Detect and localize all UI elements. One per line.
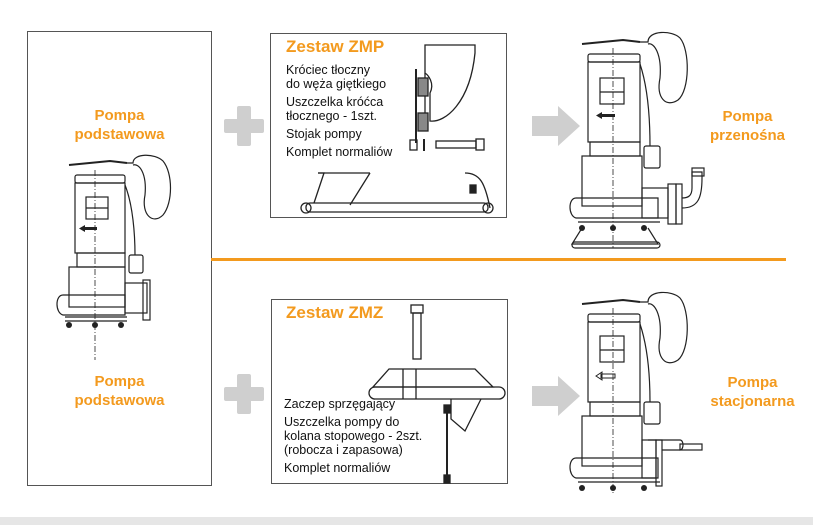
kit-item: Komplet normaliów	[284, 461, 391, 475]
section-divider	[211, 258, 786, 261]
result-label-portable: Pompa przenośna	[700, 107, 795, 145]
bottom-band	[0, 517, 813, 525]
stationary-pump-drawing	[569, 291, 703, 495]
kit-item: Zaczep sprzęgający	[284, 397, 396, 411]
plus-icon	[224, 374, 264, 414]
zmz-parts-drawing	[368, 304, 506, 484]
result-label-stationary: Pompa stacjonarna	[700, 373, 805, 411]
base-pump-label-bottom: Pompa podstawowa	[27, 372, 212, 410]
label-line: Pompa	[722, 108, 773, 125]
label-line: przenośna	[709, 127, 785, 144]
kit-item: Komplet normaliów	[286, 145, 393, 159]
label-line: podstawowa	[74, 392, 165, 409]
base-pump-drawing	[56, 154, 172, 360]
arrow-right-icon	[532, 376, 580, 416]
base-pump-box	[27, 31, 212, 486]
kit-box-zmp	[270, 33, 507, 218]
label-line: Pompa	[94, 107, 145, 124]
kit-title: Zestaw ZMP	[286, 37, 385, 56]
plus-icon	[224, 106, 264, 146]
label-line: podstawowa	[74, 126, 165, 143]
arrow-right-icon	[532, 106, 580, 146]
base-pump-label-top: Pompa podstawowa	[27, 106, 212, 144]
label-line: Pompa	[727, 374, 778, 391]
kit-box-zmz	[271, 299, 508, 484]
kit-item: Stojak pompy	[286, 127, 362, 141]
zmp-parts-drawing	[300, 44, 494, 214]
portable-pump-drawing	[569, 31, 705, 249]
label-line: Pompa	[94, 373, 145, 390]
label-line: stacjonarna	[710, 393, 795, 410]
kit-title: Zestaw ZMZ	[286, 303, 384, 322]
